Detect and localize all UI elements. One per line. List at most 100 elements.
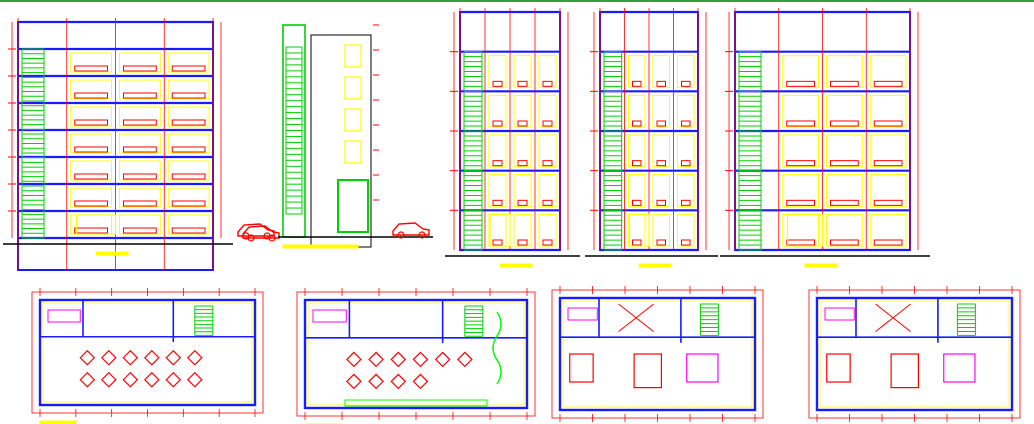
room-fixture: [628, 174, 646, 207]
furniture: [74, 92, 108, 99]
table: [390, 351, 407, 368]
room-fixture: [167, 133, 210, 154]
furniture: [542, 80, 553, 87]
plan-inner-line: [562, 300, 753, 408]
room-fixture: [869, 134, 907, 168]
room-fixture: [167, 187, 210, 208]
furniture: [656, 199, 666, 206]
title-bar: [499, 263, 533, 268]
table-set: [390, 351, 407, 368]
furniture: [542, 160, 553, 167]
plan-inner-line: [307, 302, 525, 406]
furniture: [171, 65, 206, 72]
room-fixture: [628, 213, 646, 247]
furniture: [542, 239, 553, 246]
room-fixture: [119, 160, 161, 181]
plan-first-floor: [296, 288, 536, 424]
room-fixture: [488, 174, 507, 207]
room-fixture: [119, 133, 161, 154]
room-fixture: [869, 94, 907, 128]
room-fixture: [70, 187, 112, 208]
counter: [824, 307, 855, 321]
room-fixture: [538, 94, 557, 128]
furniture: [786, 80, 815, 87]
table: [100, 371, 117, 388]
furniture: [74, 119, 108, 126]
room-fixture: [677, 174, 695, 207]
room-fixture: [869, 55, 907, 88]
table-set: [456, 351, 473, 368]
section-2: [445, 8, 580, 268]
stair: [21, 48, 45, 239]
furniture: [492, 239, 503, 246]
table-set: [412, 373, 429, 390]
furniture: [786, 120, 815, 127]
section-1: [3, 18, 280, 271]
furniture: [492, 120, 503, 127]
furniture: [123, 119, 157, 126]
room-fixture: [538, 213, 557, 247]
table: [412, 351, 429, 368]
furniture: [517, 160, 528, 167]
car-wheel: [242, 232, 250, 240]
elevation-window: [344, 44, 362, 68]
furniture: [517, 199, 528, 206]
room-fixture: [652, 55, 670, 88]
furniture: [171, 92, 206, 99]
furniture: [492, 160, 503, 167]
room-fixture: [167, 160, 210, 181]
car-symbol: [392, 222, 430, 239]
table: [79, 371, 96, 388]
table: [165, 371, 182, 388]
car-wheel: [397, 231, 405, 239]
furniture: [873, 239, 903, 246]
room-fixture: [538, 174, 557, 207]
car-wheel: [418, 231, 426, 239]
furniture: [830, 199, 859, 206]
furniture: [171, 119, 206, 126]
furniture: [542, 120, 553, 127]
furniture: [171, 146, 206, 153]
planting-curve: [492, 311, 502, 385]
plan-inner-line: [42, 302, 253, 403]
furniture: [873, 160, 903, 167]
furniture: [123, 92, 157, 99]
table-set: [143, 371, 160, 388]
table-set: [79, 371, 96, 388]
room-fixture: [119, 214, 161, 235]
plan-outline: [38, 298, 257, 407]
room-fixture: [652, 174, 670, 207]
room-fixture: [513, 174, 532, 207]
furniture: [786, 239, 815, 246]
elevation-window: [344, 76, 362, 100]
table: [79, 349, 96, 366]
room-fixture: [869, 213, 907, 247]
room-fixture: [677, 213, 695, 247]
car-symbol: [237, 223, 275, 240]
furniture: [542, 199, 553, 206]
room-fixture: [70, 133, 112, 154]
dining-table: [633, 353, 662, 389]
front-elevation: [237, 24, 433, 249]
room-fixture: [782, 174, 819, 207]
table: [456, 351, 473, 368]
table-set: [143, 349, 160, 366]
furniture: [830, 239, 859, 246]
table: [390, 373, 407, 390]
furniture: [74, 173, 108, 180]
plan-typical-floor-b: [808, 286, 1021, 422]
furniture: [873, 199, 903, 206]
table-set: [345, 351, 362, 368]
table: [186, 349, 203, 366]
table: [368, 351, 384, 368]
bed: [686, 353, 719, 383]
room-fixture: [538, 55, 557, 88]
room-fixture: [826, 213, 863, 247]
furniture: [873, 120, 903, 127]
room-fixture: [826, 134, 863, 168]
table: [143, 349, 160, 366]
room-fixture: [677, 94, 695, 128]
floor-plans-row: [31, 286, 1021, 424]
furniture: [632, 199, 642, 206]
furniture: [123, 200, 157, 207]
